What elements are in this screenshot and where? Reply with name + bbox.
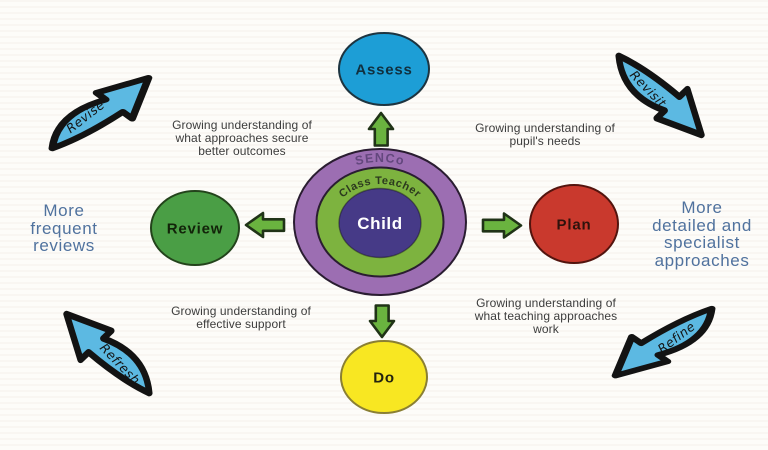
sidenote-line: detailed and <box>652 215 752 235</box>
caption-top-right: Growing understanding of pupil's needs <box>435 122 655 148</box>
sidenote-line: frequent <box>30 218 98 238</box>
caption-line: pupil's needs <box>509 134 581 148</box>
caption-line: what approaches secure <box>175 131 309 145</box>
cross-arrows <box>244 111 523 339</box>
sidenote-left: More frequent reviews <box>8 202 120 255</box>
do-circle[interactable] <box>340 340 428 414</box>
assess-circle[interactable] <box>338 32 430 106</box>
caption-line: Growing understanding of <box>171 304 311 318</box>
arrow-down-icon <box>368 304 396 339</box>
caption-line: Growing understanding of <box>172 118 312 132</box>
child-label: Child <box>357 214 403 233</box>
child-circle <box>338 187 422 259</box>
sidenote-line: reviews <box>33 236 95 255</box>
review-circle[interactable] <box>150 190 240 266</box>
do-label: Do <box>373 370 395 387</box>
stage-nodes: Assess Plan Do Review <box>150 32 619 414</box>
sidenote-right: More detailed and specialist approaches <box>637 199 767 269</box>
caption-line: what teaching approaches <box>474 309 618 323</box>
caption-top-left: Growing understanding of what approaches… <box>132 119 352 158</box>
sidenote-line: specialist <box>664 233 740 252</box>
sidenote-line: More <box>681 198 723 217</box>
arrow-up-icon <box>367 111 395 147</box>
arrow-left-icon <box>244 211 286 239</box>
caption-line: effective support <box>196 317 286 331</box>
plan-circle[interactable] <box>529 184 619 264</box>
caption-bottom-right: Growing understanding of what teaching a… <box>436 297 656 336</box>
sidenote-line: approaches <box>654 250 750 270</box>
caption-line: work <box>533 322 559 336</box>
assess-label: Assess <box>355 62 412 79</box>
plan-label: Plan <box>557 217 592 234</box>
caption-line: better outcomes <box>198 144 286 158</box>
review-label: Review <box>167 221 224 238</box>
center-rings: SENCo Class Teacher Child <box>293 148 467 296</box>
senco-ring-label: SENCo <box>354 151 407 168</box>
caption-line: Growing understanding of <box>475 121 615 135</box>
arrow-right-icon <box>481 212 523 239</box>
caption-line: Growing understanding of <box>476 296 616 310</box>
caption-bottom-left: Growing understanding of effective suppo… <box>131 305 351 331</box>
sidenote-line: More <box>43 201 85 220</box>
